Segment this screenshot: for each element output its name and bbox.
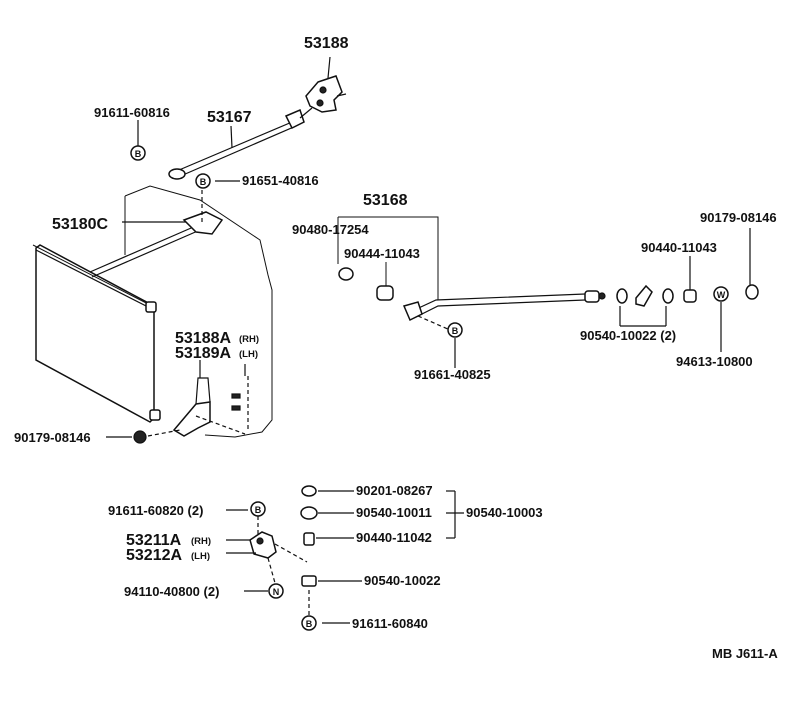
label-90440-11043: 90440-11043 [641,240,717,255]
label-90444-11043: 90444-11043 [344,246,420,261]
svg-text:B: B [135,149,142,159]
label-90540-10003: 90540-10003 [466,505,543,520]
label-53188: 53188 [304,35,349,52]
radiator-support-53180C [32,185,273,438]
label-53168: 53168 [363,192,408,209]
diagram-code: MB J611-A [712,646,778,661]
marker-w-94613-10800: W [713,286,729,302]
svg-text:W: W [717,290,726,300]
label-90179-08146-right: 90179-08146 [700,210,777,225]
cable-53167 [168,107,313,180]
label-53189A: 53189A [175,345,231,362]
label-90540-10022-2: 90540-10022 (2) [580,328,676,343]
marker-b-91611-60816: B [130,145,146,161]
label-91611-60840: 91611-60840 [352,616,428,631]
label-90480-17254: 90480-17254 [292,222,369,237]
svg-text:N: N [273,587,280,597]
label-53212A-side: (LH) [191,551,210,562]
fastener-markers: B B B W B N B [130,145,729,631]
label-91661-40825: 91661-40825 [414,367,491,382]
label-53188A-side: (RH) [239,334,259,345]
label-91651-40816: 91651-40816 [242,173,319,188]
marker-b-91611-60820: B [250,501,266,517]
cable-53168-assembly [337,216,759,368]
label-53189A-side: (LH) [239,349,258,360]
label-91611-60820-2: 91611-60820 (2) [108,503,203,518]
label-90179-08146-left: 90179-08146 [14,430,91,445]
marker-b-91661-40825: B [447,322,463,338]
marker-b-91611-60840: B [301,615,317,631]
label-94613-10800: 94613-10800 [676,354,753,369]
label-53211A: 53211A [126,532,182,549]
label-90440-11042: 90440-11042 [356,530,432,545]
lower-mount-assembly [226,485,464,624]
svg-text:B: B [200,177,207,187]
label-53180C: 53180C [52,216,108,233]
label-94110-40800-2: 94110-40800 (2) [124,584,219,599]
leader-lines [106,120,268,592]
label-53211A-side: (RH) [191,536,211,547]
label-53167: 53167 [207,109,252,126]
label-53212A: 53212A [126,547,182,564]
nut-90179-08146 [133,430,147,444]
label-53188A: 53188A [175,330,231,347]
marker-b-91651-40816: B [195,173,211,189]
part-labels: 53188 91611-60816 53167 91651-40816 5318… [14,35,778,661]
svg-text:B: B [452,326,459,336]
label-90201-08267: 90201-08267 [356,483,433,498]
label-90540-10022: 90540-10022 [364,573,441,588]
svg-text:B: B [306,619,313,629]
marker-n-94110-40800: N [268,583,284,599]
label-91611-60816: 91611-60816 [94,105,170,120]
svg-text:B: B [255,505,262,515]
bracket-53188-assembly [305,56,347,113]
label-90540-10011: 90540-10011 [356,505,432,520]
